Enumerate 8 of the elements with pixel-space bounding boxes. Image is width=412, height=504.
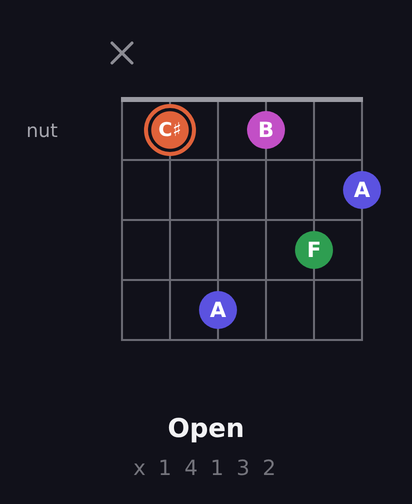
root-note-marker: C♯ [144,104,196,156]
note-marker: B [247,111,285,149]
note-marker: F [295,231,333,269]
note-marker: A [343,171,381,209]
chord-title: Open [168,414,244,444]
note-marker: A [199,291,237,329]
fingering-numbers: x 1 4 1 3 2 [133,456,279,480]
nut-label: nut [26,120,58,142]
